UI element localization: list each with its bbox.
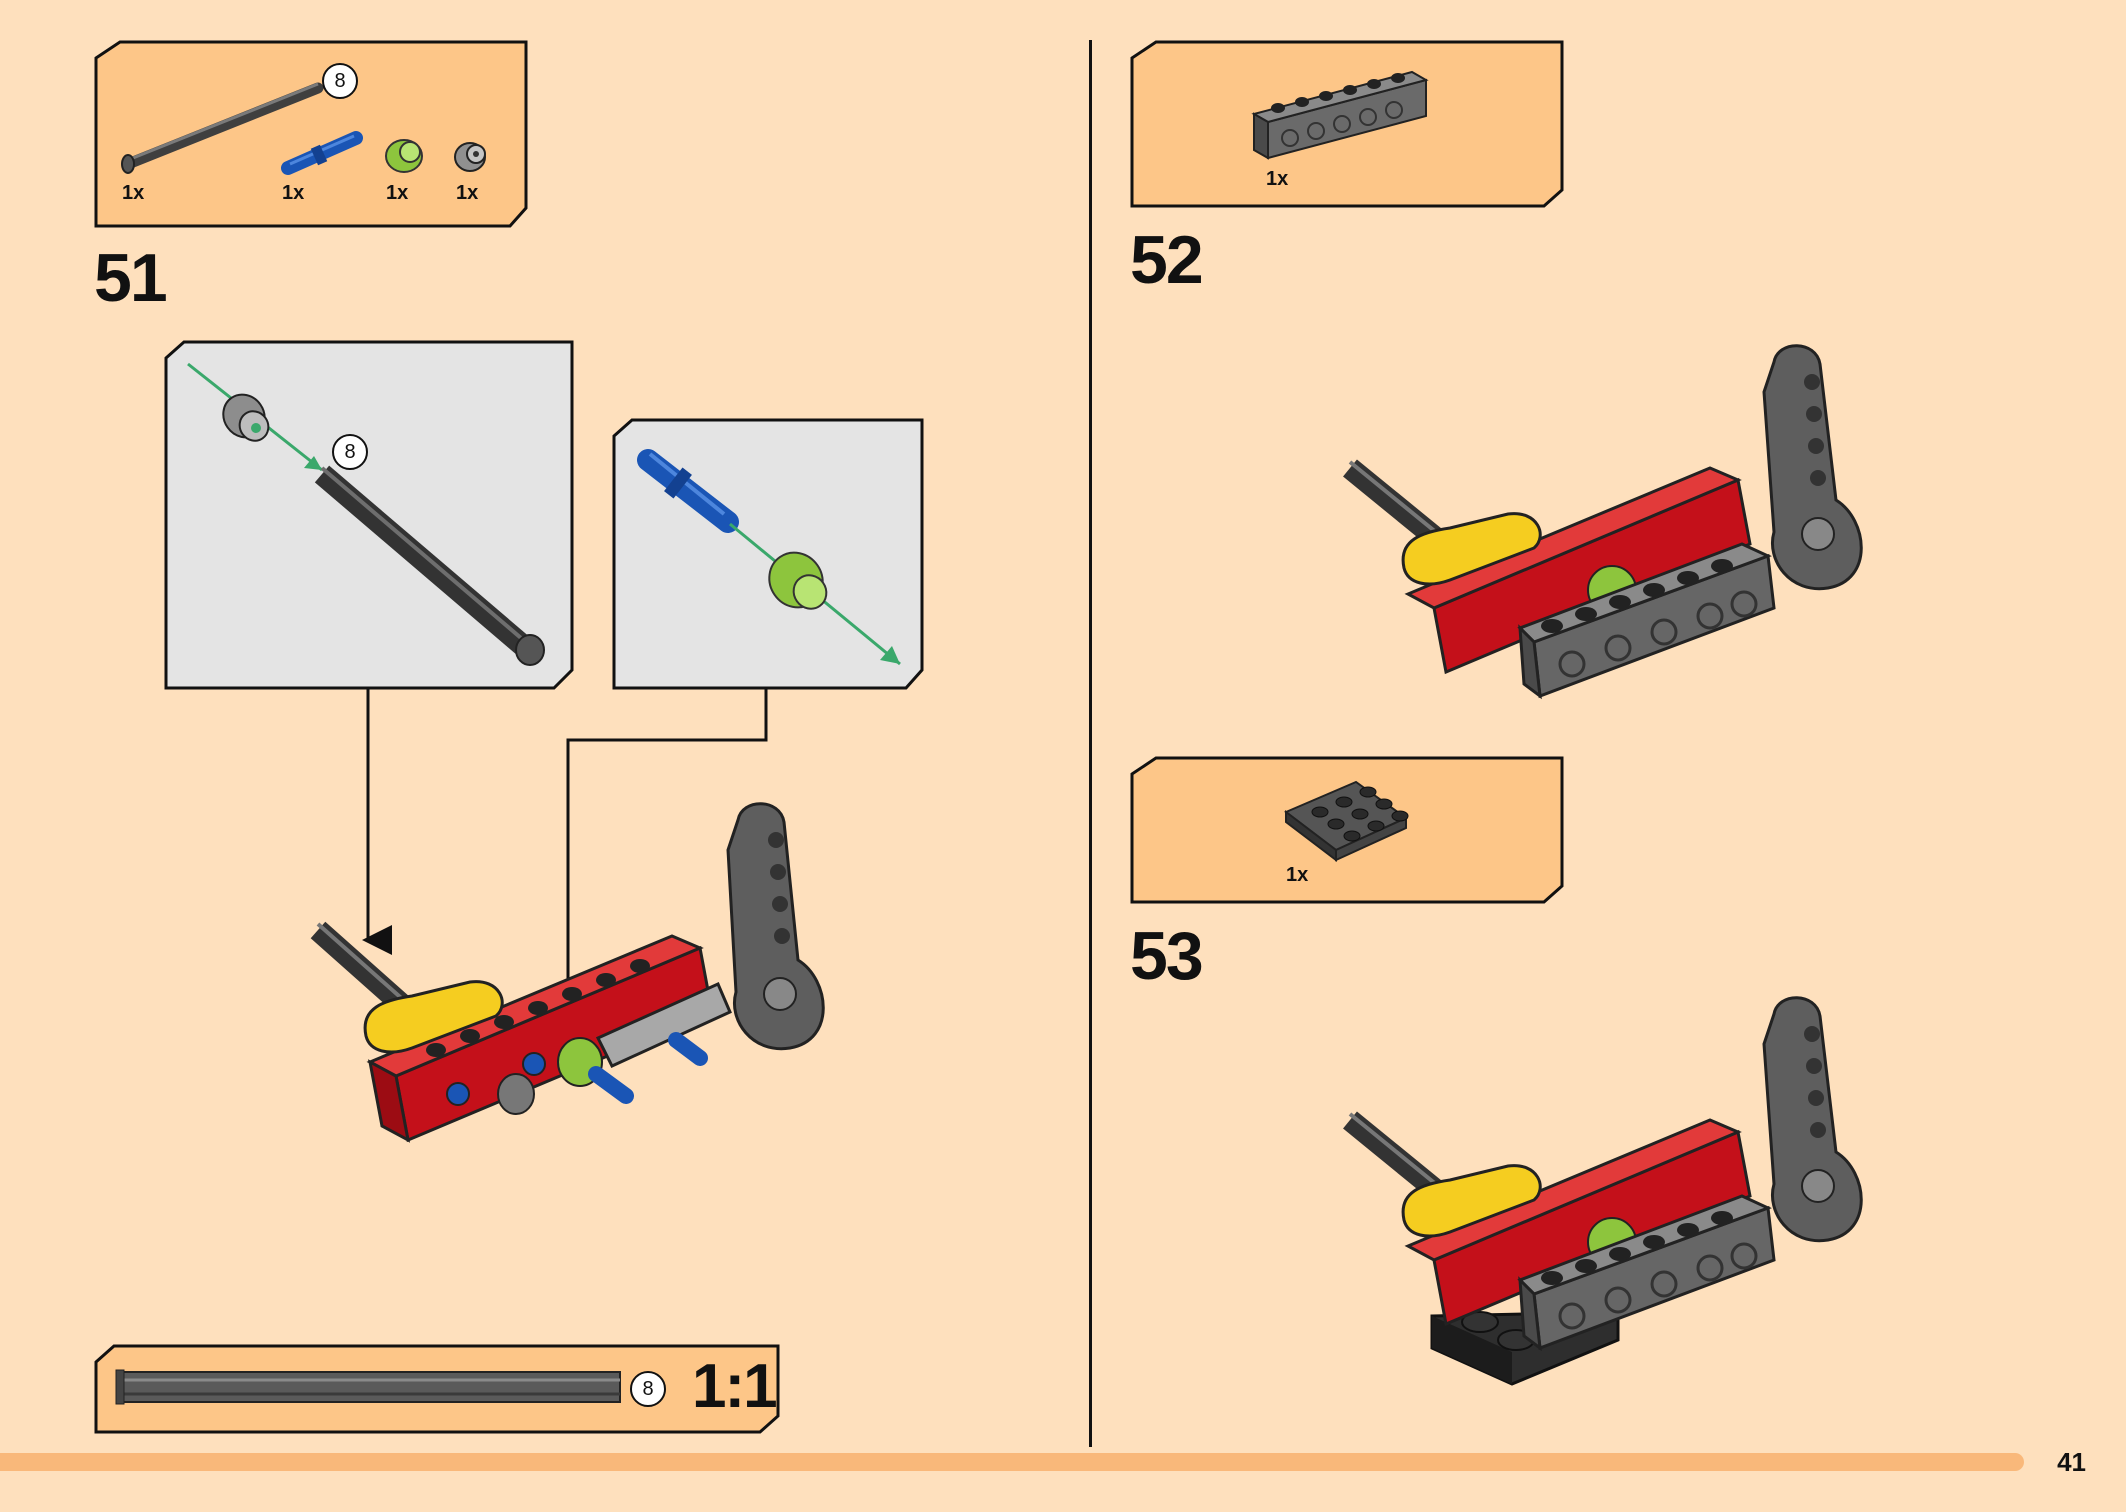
step52-number: 52 (1130, 222, 1204, 298)
callout-length-badge: 8 (332, 434, 368, 470)
step51-parts-box (94, 40, 528, 228)
step53-number: 53 (1130, 918, 1204, 994)
step53-model-illustration (1343, 996, 1863, 1386)
parts-technic-brick-1x6-icon (1251, 70, 1429, 160)
scale-axle-8-icon (115, 1369, 621, 1405)
callout-lime-bush-icon (768, 551, 828, 610)
parts-qty-gray-bush: 1x (456, 182, 479, 204)
step52-model-illustration (1343, 344, 1863, 700)
scale-length-badge: 8 (630, 1371, 666, 1407)
parts-plate-3x3-icon (1284, 780, 1409, 863)
parts-qty-lime-bush: 1x (386, 182, 409, 204)
parts-qty-blue-pin: 1x (282, 182, 305, 204)
scale-label: 1:1 (692, 1352, 778, 1421)
callout-gray-bush-icon (222, 393, 270, 442)
progress-bar (0, 1453, 2024, 1471)
parts-lime-bush-icon (385, 139, 423, 173)
callout-blue-pin-icon (637, 449, 739, 533)
parts-length-badge: 8 (322, 63, 358, 99)
parts-qty-axle: 1x (122, 182, 145, 204)
parts-qty-plate: 1x (1286, 864, 1309, 886)
parts-gray-bush-icon (454, 142, 486, 172)
page-number: 41 (2057, 1447, 2086, 1477)
step51-model-illustration (310, 802, 825, 1143)
parts-qty-technic-brick: 1x (1266, 168, 1289, 190)
callout-axle-8-icon (314, 465, 545, 666)
step51-number: 51 (94, 240, 168, 316)
parts-blue-axle-pin-icon (281, 131, 363, 175)
page-divider (1089, 40, 1092, 1447)
parts-axle-8-icon (121, 82, 324, 174)
